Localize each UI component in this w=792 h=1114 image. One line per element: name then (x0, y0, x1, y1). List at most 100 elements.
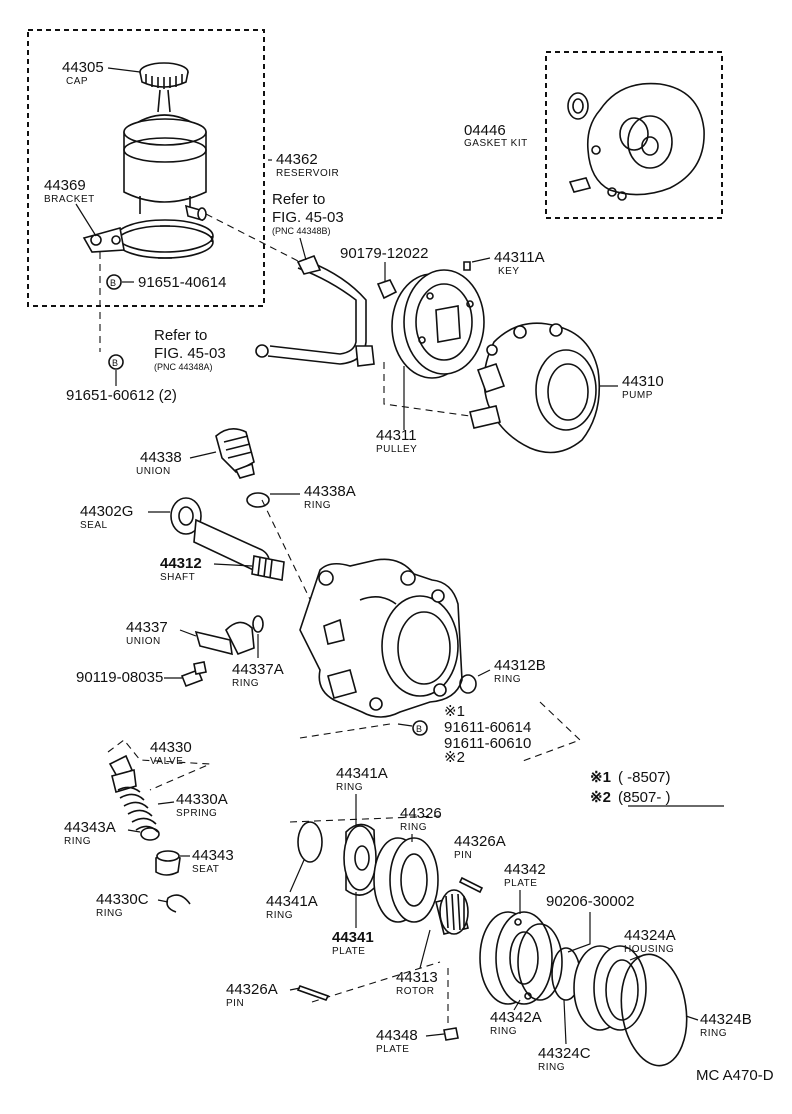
svg-text:B: B (110, 278, 116, 288)
svg-text:44338A: 44338A (304, 483, 356, 500)
seat-44343-drawing (155, 850, 181, 876)
pin-44326A-top-drawing (458, 876, 484, 894)
bolt-90119-drawing (180, 661, 207, 688)
ref-fig-45-03-lower: Refer to FIG. 45-03 (PNC 44348A) (154, 327, 226, 372)
figure-code: MC A470-D (696, 1067, 774, 1084)
svg-text:44343: 44343 (192, 847, 234, 864)
svg-text:BRACKET: BRACKET (44, 194, 95, 205)
svg-text:UNION: UNION (136, 466, 171, 477)
pump-drawing (469, 322, 601, 454)
label-44341: 44341 PLATE (332, 892, 374, 957)
label-44313: 44313 ROTOR (396, 929, 438, 997)
svg-text:44343A: 44343A (64, 819, 116, 836)
svg-text:44305: 44305 (62, 59, 104, 76)
plate-44342-drawing (479, 911, 553, 1005)
label-44343A: 44343A RING (64, 819, 141, 847)
svg-text:91611-60614: 91611-60614 (444, 719, 531, 736)
svg-text:44341A: 44341A (336, 765, 388, 782)
svg-text:RING: RING (266, 910, 293, 921)
svg-text:04446: 04446 (464, 122, 506, 139)
ring-44324B-drawing (620, 953, 688, 1067)
svg-text:RESERVOIR: RESERVOIR (276, 168, 339, 179)
nut-90179 (376, 279, 398, 300)
hose-drawing (255, 254, 375, 367)
svg-text:RING: RING (700, 1028, 727, 1039)
gasket-kit-box (545, 51, 723, 219)
label-44343: 44343 SEAT (180, 847, 234, 875)
label-44342A: 44342A RING (490, 999, 542, 1037)
label-44369: 44369 BRACKET (44, 177, 97, 237)
label-90206: 90206-30002 (546, 893, 634, 953)
svg-text:91651-40614: 91651-40614 (138, 274, 226, 291)
svg-text:44311: 44311 (376, 427, 417, 444)
svg-text:44326: 44326 (400, 805, 442, 822)
svg-text:RING: RING (490, 1026, 517, 1037)
label-44312: 44312 SHAFT (160, 555, 253, 583)
ref-fig-45-03-upper: Refer to FIG. 45-03 (PNC 44348B) (272, 191, 344, 261)
svg-text:ROTOR: ROTOR (396, 986, 434, 997)
valve-and-spring-drawing (108, 754, 160, 841)
svg-text:VALVE: VALVE (150, 756, 183, 767)
label-44326A-top: 44326A PIN (454, 833, 506, 861)
label-44330: 44330 VALVE (150, 739, 192, 767)
svg-text:90179-12022: 90179-12022 (340, 245, 428, 262)
label-44330C: 44330C RING (96, 891, 169, 919)
svg-text:CAP: CAP (66, 76, 88, 87)
rotor-44313-drawing (435, 889, 469, 935)
svg-text:44348: 44348 (376, 1027, 418, 1044)
svg-text:HOUSING: HOUSING (624, 944, 674, 955)
svg-text:PLATE: PLATE (504, 878, 537, 889)
svg-text:(PNC 44348B): (PNC 44348B) (272, 226, 331, 236)
svg-text:44362: 44362 (276, 151, 318, 168)
label-44324C: 44324C RING (538, 999, 591, 1073)
label-44342: 44342 PLATE (504, 861, 546, 914)
label-44341A-top: 44341A RING (336, 765, 388, 826)
label-44341A-left: 44341A RING (266, 859, 318, 921)
svg-text:44312B: 44312B (494, 657, 546, 674)
svg-text:B: B (112, 358, 118, 368)
label-44348: 44348 PLATE (376, 1027, 445, 1055)
svg-text:90119-08035: 90119-08035 (76, 669, 163, 686)
svg-text:RING: RING (96, 908, 123, 919)
ring-44341A-drawing (297, 821, 323, 863)
gasket-kit-drawing (567, 82, 705, 201)
svg-text:44326A: 44326A (454, 833, 506, 850)
svg-text:RING: RING (494, 674, 521, 685)
seal-and-shaft-drawing (170, 497, 285, 581)
label-44338A: 44338A RING (246, 483, 356, 511)
plate-44348-drawing (443, 1027, 459, 1041)
svg-text:KEY: KEY (498, 266, 520, 277)
svg-text:PLATE: PLATE (376, 1044, 409, 1055)
svg-text:44324B: 44324B (700, 1011, 752, 1028)
label-44362: 44362 RESERVOIR (268, 151, 339, 179)
pump-housing-drawing (299, 558, 463, 718)
svg-text:( -8507): ( -8507) (618, 769, 671, 786)
svg-text:PLATE: PLATE (332, 946, 365, 957)
svg-text:SHAFT: SHAFT (160, 572, 195, 583)
label-44337A: 44337A RING (232, 634, 284, 689)
svg-text:44341: 44341 (332, 929, 374, 946)
svg-text:91651-60612 (2): 91651-60612 (2) (66, 387, 177, 404)
label-44338: 44338 UNION (136, 449, 217, 477)
bracket-drawing (82, 219, 214, 259)
ring-44326-drawing (373, 837, 439, 923)
pulley-pump-leader (383, 362, 471, 417)
svg-text:PIN: PIN (226, 998, 244, 1009)
svg-text:44337: 44337 (126, 619, 168, 636)
svg-text:44324C: 44324C (538, 1045, 591, 1062)
svg-text:(8507- ): (8507- ) (618, 789, 671, 806)
svg-text:44337A: 44337A (232, 661, 284, 678)
cartridge-leader-top (289, 815, 441, 823)
housing-44324A-drawing (573, 945, 647, 1031)
label-44302G: 44302G SEAL (80, 503, 170, 531)
svg-text:44326A: 44326A (226, 981, 278, 998)
svg-text:Refer to: Refer to (272, 191, 325, 208)
label-04446: 04446 GASKET KIT (464, 122, 527, 149)
reservoir-drawing (123, 114, 207, 222)
svg-text:PUMP: PUMP (622, 390, 653, 401)
svg-text:44312: 44312 (160, 555, 202, 572)
svg-text:UNION: UNION (126, 636, 161, 647)
svg-text:SEAT: SEAT (192, 864, 219, 875)
label-44326-ring: 44326 RING (400, 805, 442, 842)
svg-text:44310: 44310 (622, 373, 664, 390)
